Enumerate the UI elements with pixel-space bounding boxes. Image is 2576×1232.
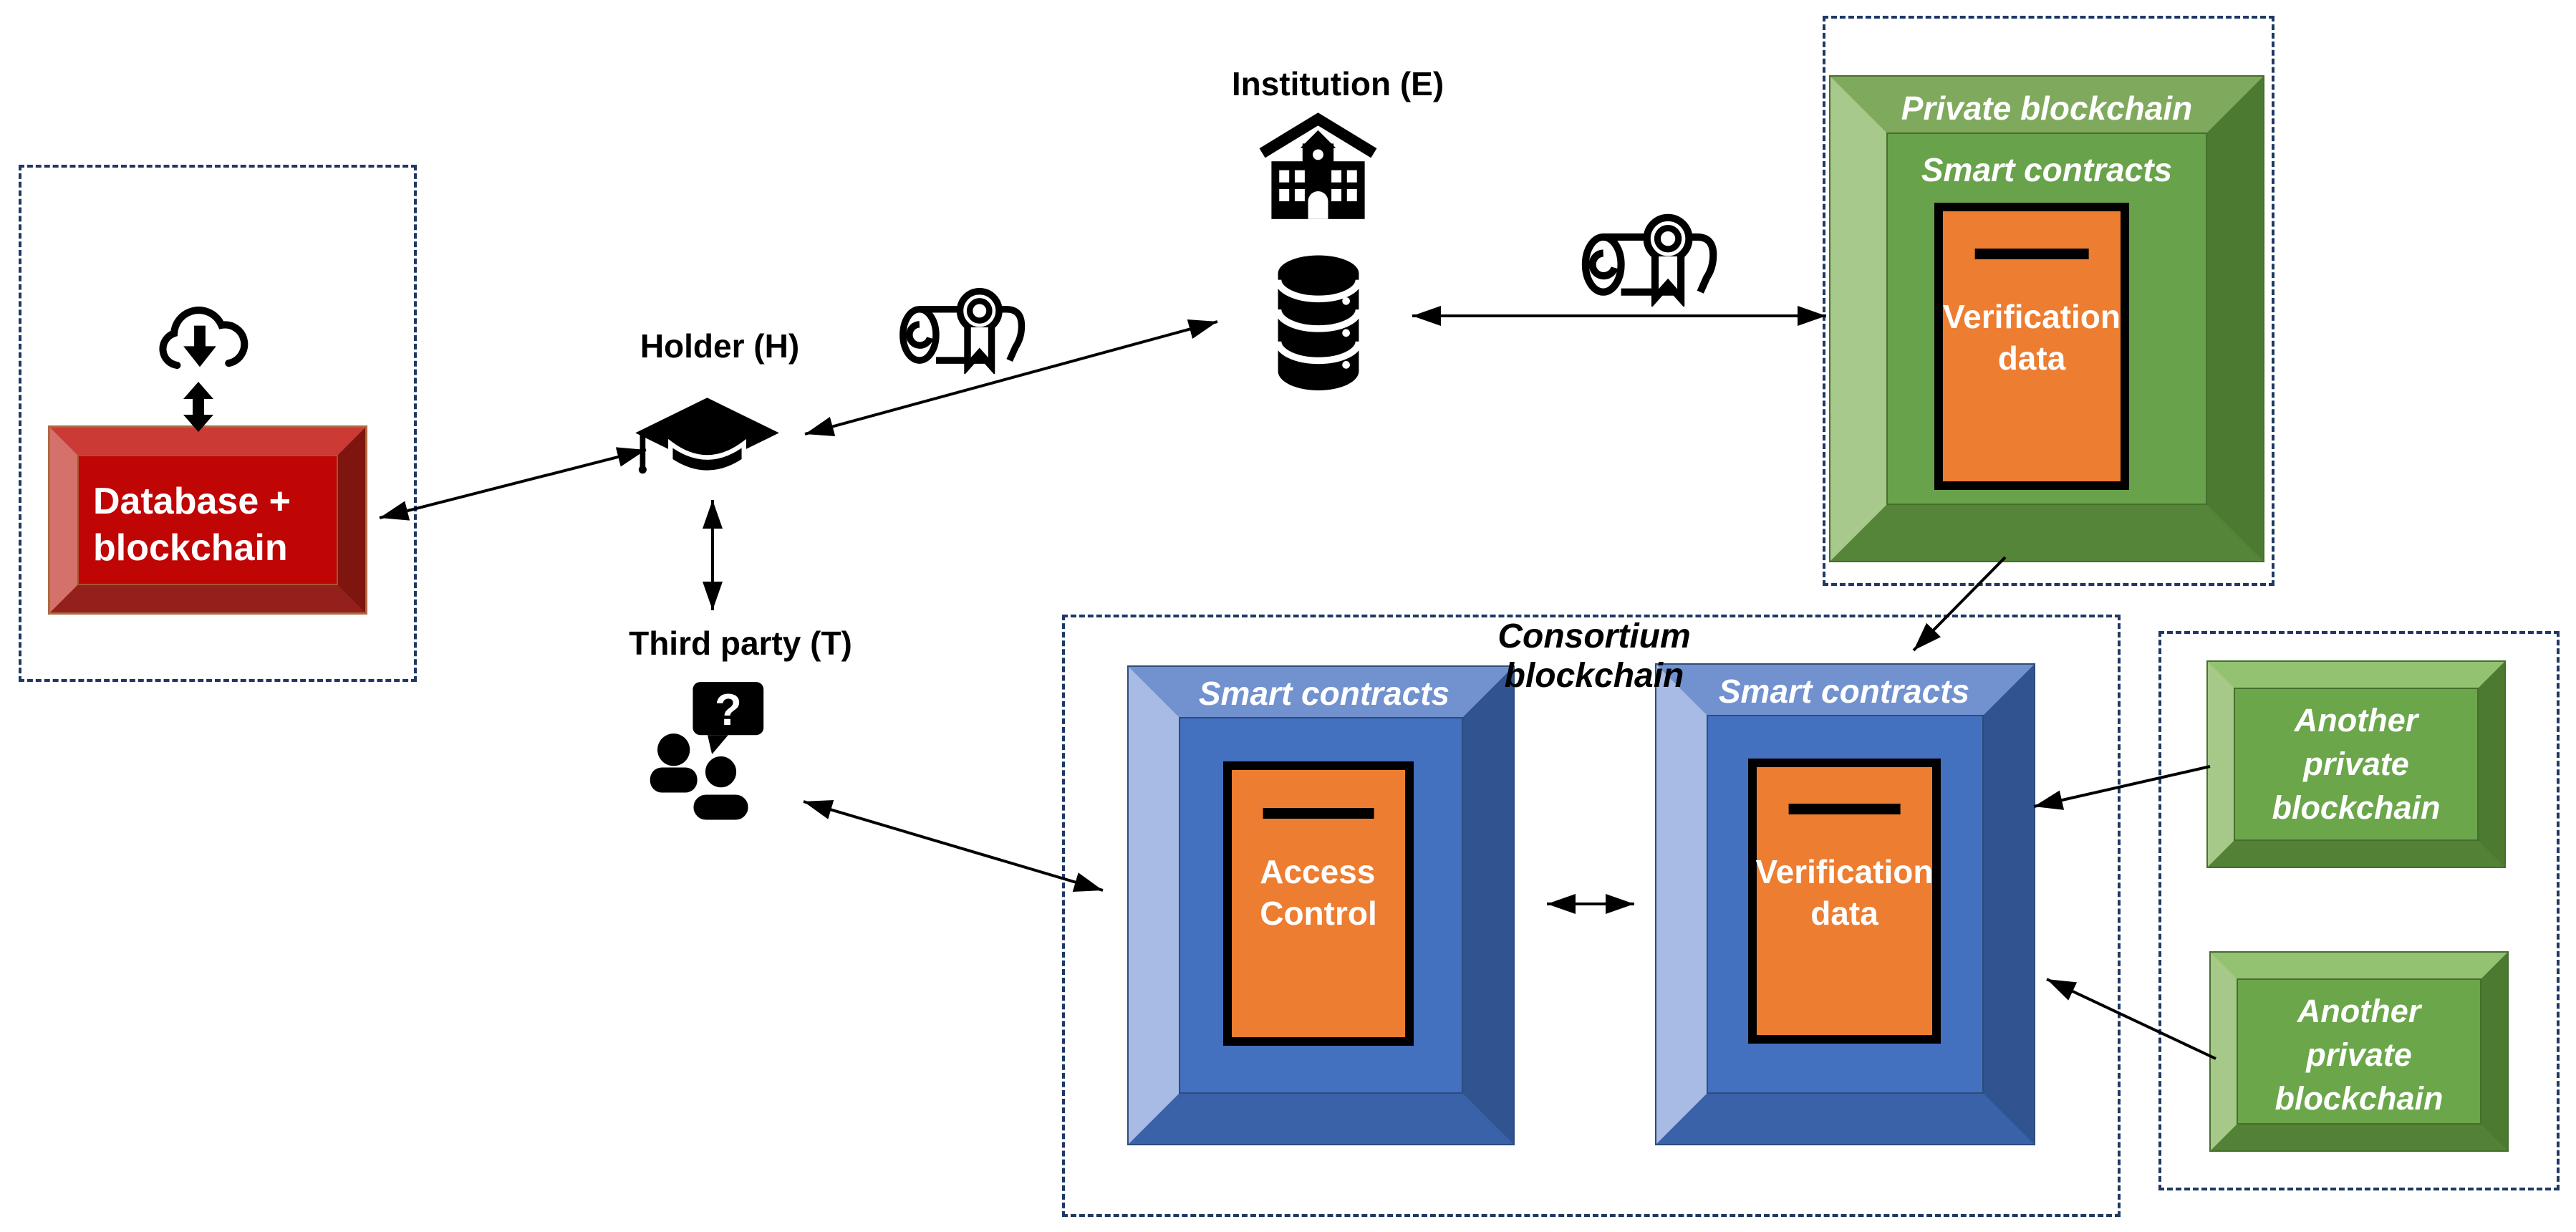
certificate-icon (899, 287, 1026, 374)
smart-contracts-label-private: Smart contracts (1921, 151, 2173, 188)
arrow-thirdparty-consortium (803, 799, 1104, 892)
another-private-blockchain-box-1 (2206, 660, 2506, 868)
third-party-label: Third party (T) (629, 625, 852, 662)
access-control-label: Access Control (1260, 853, 1377, 933)
arrow-database-holder (379, 447, 647, 521)
contract-header-bar (1974, 249, 2089, 259)
another-private-blockchain-box-2 (2209, 951, 2509, 1152)
consortium-blockchain-title: Consortium blockchain (1497, 617, 1691, 695)
verification-data-contract-private (1934, 203, 2129, 490)
holder-label: Holder (H) (640, 327, 800, 365)
verification-data-label-consortium: Verification data (1755, 853, 1934, 933)
contract-header-bar (1788, 804, 1901, 814)
contract-header-bar (1263, 808, 1374, 819)
another-private-blockchain-label-2: Another private blockchain (2274, 993, 2444, 1117)
database-blockchain-box (48, 425, 367, 615)
smart-contracts-label-right: Smart contracts (1718, 673, 1970, 710)
cloud-download-icon (159, 307, 249, 372)
database-blockchain-label: Database + blockchain (93, 481, 291, 569)
graduation-cap-icon (635, 398, 779, 475)
verification-data-contract-consortium (1748, 759, 1941, 1044)
people-question-icon: ? (650, 682, 764, 824)
another-private-blockchain-label-1: Another private blockchain (2272, 702, 2441, 826)
group-private-blockchain (1823, 16, 2274, 586)
institution-label: Institution (E) (1231, 65, 1444, 102)
access-control-contract (1223, 761, 1414, 1046)
smart-contracts-label-left: Smart contracts (1198, 675, 1450, 712)
group-database-blockchain (19, 165, 417, 682)
database-icon (1274, 255, 1363, 391)
group-consortium-blockchain (1062, 615, 2121, 1217)
verification-data-label-private: Verification data (1943, 298, 2121, 377)
school-icon (1259, 112, 1377, 219)
private-blockchain-title: Private blockchain (1901, 90, 2193, 127)
group-other-private-blockchains (2158, 631, 2560, 1190)
certificate-icon (1581, 213, 1717, 307)
question-mark-glyph: ? (715, 685, 742, 735)
